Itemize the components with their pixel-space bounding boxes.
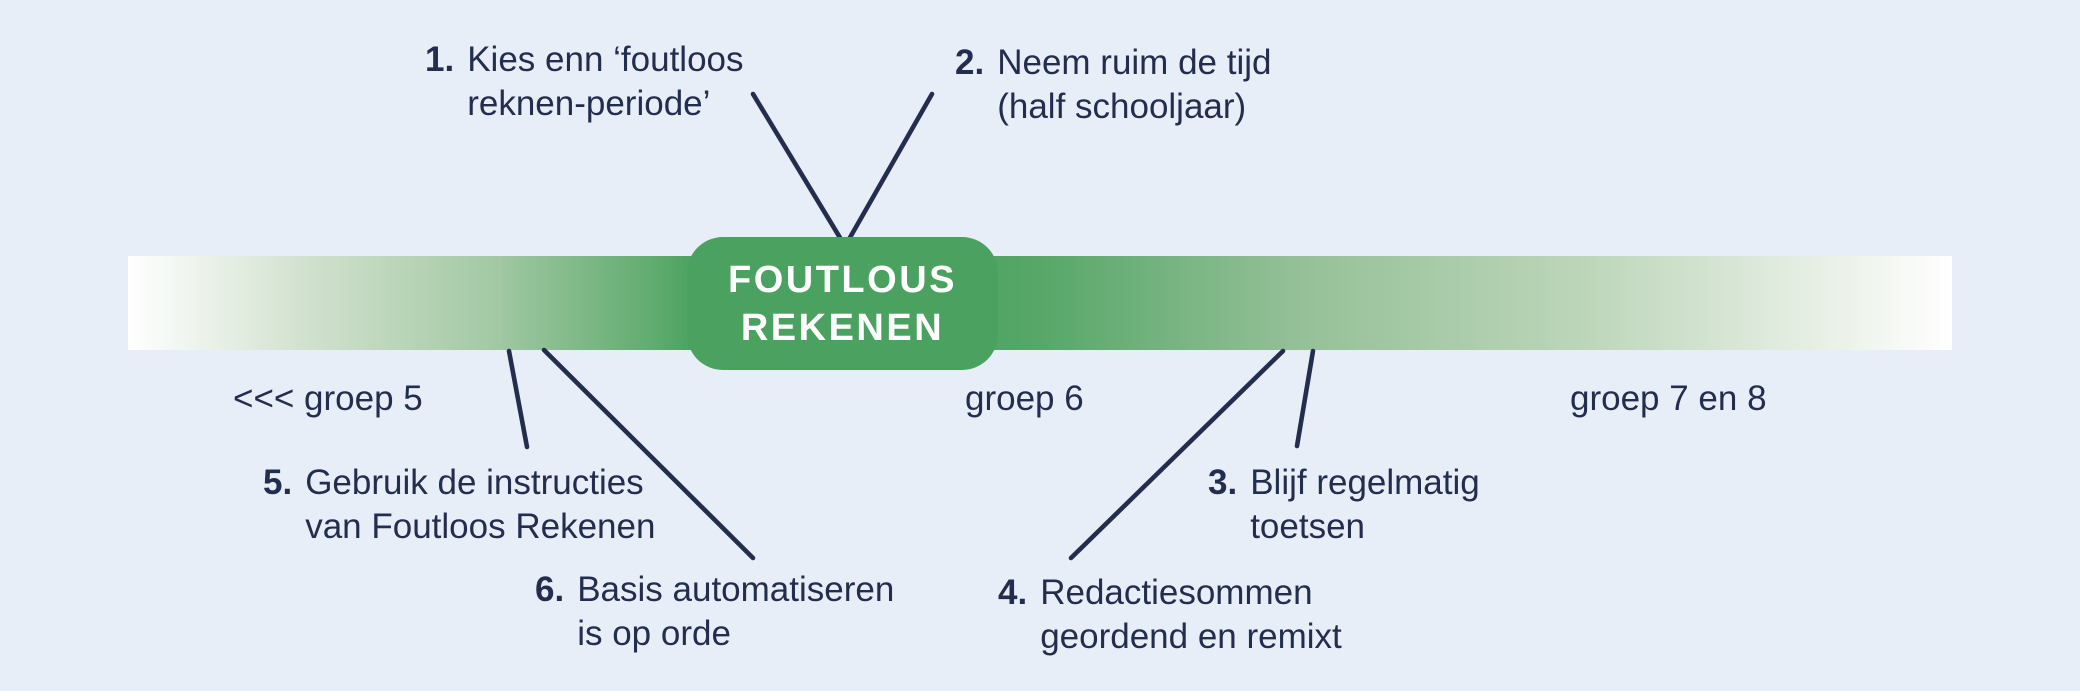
annotation-4-number: 4. <box>998 573 1028 612</box>
connector-line-3 <box>1294 348 1316 449</box>
annotation-3-number: 3. <box>1208 463 1238 502</box>
annotation-1-number: 1. <box>425 40 455 79</box>
timeline-label-groep-7-en-8: groep 7 en 8 <box>1570 379 1767 418</box>
annotation-3-line1: Blijf regelmatig <box>1250 463 1480 502</box>
timeline-label-groep-5: <<< groep 5 <box>233 379 423 418</box>
annotation-3: 3. Blijf regelmatig toetsen <box>1208 461 1480 549</box>
annotation-2-line2: (half schooljaar) <box>997 87 1247 126</box>
annotation-6-line2: is op orde <box>577 614 731 653</box>
annotation-4: 4. Redactiesommen geordend en remixt <box>998 571 1342 659</box>
center-title-box: FOUTLOUS REKENEN <box>687 237 998 370</box>
annotation-4-line1: Redactiesommen <box>1040 573 1313 612</box>
annotation-1-line2: reknen-periode’ <box>467 84 711 123</box>
annotation-6: 6. Basis automatiseren is op orde <box>535 568 894 656</box>
annotation-3-line2: toetsen <box>1250 507 1366 546</box>
connector-line-5 <box>506 348 530 450</box>
annotation-4-line2: geordend en remixt <box>1040 617 1342 656</box>
center-title-line2: REKENEN <box>740 306 945 349</box>
annotation-5-line1: Gebruik de instructies <box>305 463 644 502</box>
annotation-2-number: 2. <box>955 43 985 82</box>
center-title-line1: FOUTLOUS <box>728 258 957 301</box>
annotation-1: 1. Kies enn ‘foutloos reknen-periode’ <box>425 38 744 126</box>
timeline-label-groep-6: groep 6 <box>965 379 1084 418</box>
annotation-2: 2. Neem ruim de tijd (half schooljaar) <box>955 41 1271 129</box>
connector-line-1 <box>750 91 845 244</box>
annotation-6-line1: Basis automatiseren <box>577 570 895 609</box>
annotation-6-number: 6. <box>535 570 565 609</box>
annotation-5-number: 5. <box>263 463 293 502</box>
connector-line-2 <box>845 91 935 244</box>
annotation-5-line2: van Foutloos Rekenen <box>305 507 656 546</box>
bottom-white-strip <box>0 691 2080 696</box>
annotation-1-line1: Kies enn ‘foutloos <box>467 40 744 79</box>
annotation-2-line1: Neem ruim de tijd <box>997 43 1272 82</box>
timeline-bar <box>128 256 1952 350</box>
annotation-5: 5. Gebruik de instructies van Foutloos R… <box>263 461 655 549</box>
